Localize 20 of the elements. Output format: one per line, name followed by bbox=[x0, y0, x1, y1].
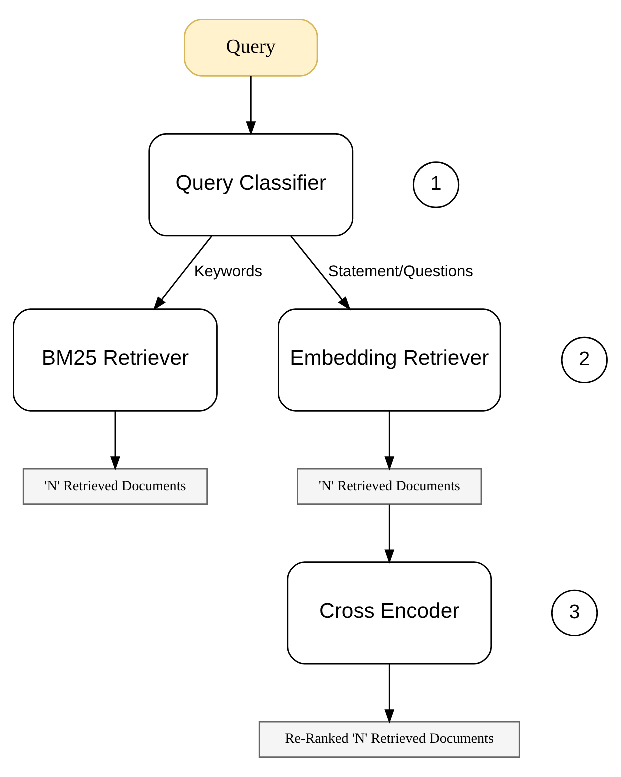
node-box: Re-Ranked 'N' Retrieved Documents bbox=[258, 721, 520, 758]
node-box: Query Classifier bbox=[148, 133, 354, 237]
arrow bbox=[246, 76, 256, 136]
node-box: BM25 Retriever bbox=[13, 308, 218, 412]
arrow bbox=[290, 236, 352, 311]
node-circle: 1 bbox=[412, 162, 460, 208]
arrow bbox=[153, 236, 212, 311]
node-box: Cross Encoder bbox=[287, 562, 492, 665]
node-box: 'N' Retrieved Documents bbox=[22, 468, 208, 506]
edge-label: Statement/Questions bbox=[328, 264, 474, 281]
arrow bbox=[384, 504, 395, 564]
node-circle: 3 bbox=[551, 590, 598, 637]
node-box: Query bbox=[184, 18, 318, 77]
arrow bbox=[384, 664, 395, 724]
node-circle: 2 bbox=[561, 336, 608, 384]
arrow bbox=[110, 411, 120, 471]
node-box: 'N' Retrieved Documents bbox=[297, 468, 482, 506]
edge-label: Keywords bbox=[194, 264, 263, 281]
node-box: Embedding Retriever bbox=[278, 308, 502, 412]
arrow bbox=[384, 411, 395, 471]
